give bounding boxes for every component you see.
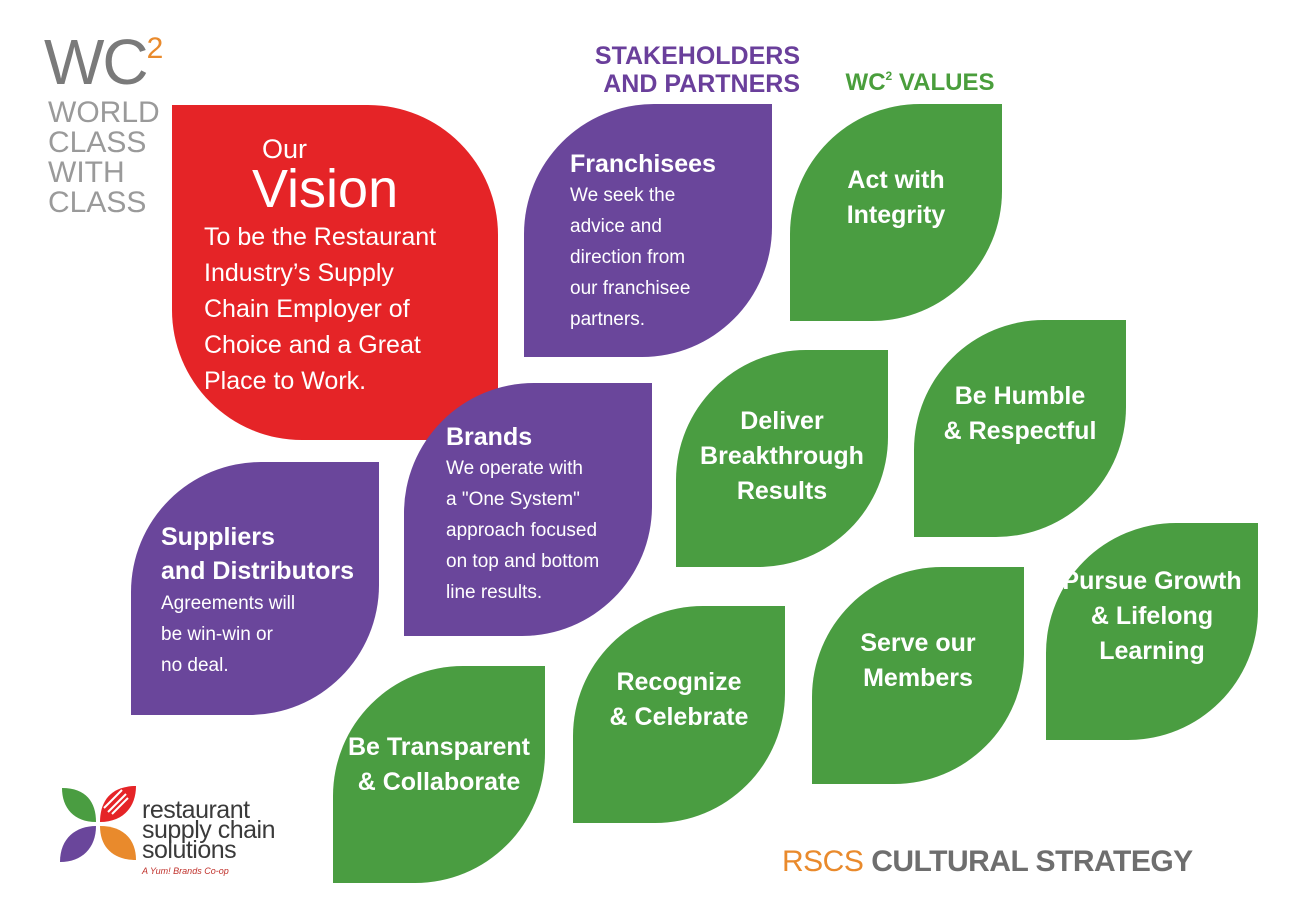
suppliers-line: no deal. — [161, 655, 229, 676]
value-be-humble: Be Humble & Respectful — [914, 320, 1126, 537]
wc2-tagline: WORLD CLASS WITH CLASS — [48, 98, 160, 218]
value-line: Results — [736, 476, 828, 505]
franchisees-card: Franchisees We seek the advice and direc… — [524, 104, 772, 357]
vision-line: Chain Employer of — [204, 295, 410, 323]
suppliers-line: Agreements will — [161, 593, 296, 614]
logo-leaf-red-icon — [100, 786, 136, 822]
footer-rscs: RSCS — [782, 845, 864, 878]
suppliers-line: be win-win or — [161, 624, 273, 645]
logo-line: supply chain — [142, 816, 275, 844]
logo-leaf-purple-icon — [60, 826, 96, 862]
footer-cultural-strategy: CULTURAL STRATEGY — [863, 845, 1193, 878]
franchisees-body: We seek the advice and direction from ou… — [570, 180, 772, 335]
franchisees-title: Franchisees — [570, 150, 716, 178]
suppliers-title: Suppliers and Distributors — [161, 520, 379, 588]
wc2-logo-title: WC2 — [44, 30, 163, 107]
franchisees-line: our franchisee — [570, 278, 691, 299]
value-line: Breakthrough — [700, 441, 864, 470]
suppliers-body: Agreements will be win-win or no deal. — [161, 588, 379, 681]
vision-statement: To be the Restaurant Industry’s Supply C… — [204, 219, 498, 399]
brands-line: approach focused — [446, 520, 598, 541]
vision-line: Place to Work. — [204, 367, 367, 395]
values-heading: WC2 VALUES — [820, 69, 1020, 99]
value-line: Members — [863, 663, 973, 692]
logo-fork-icon — [103, 789, 129, 815]
values-heading-suffix: VALUES — [892, 69, 995, 96]
value-line: & Celebrate — [609, 702, 749, 731]
vision-title: Vision — [252, 159, 399, 219]
value-recognize-celebrate: Recognize & Celebrate — [573, 606, 785, 823]
stakeholders-heading: STAKEHOLDERS AND PARTNERS — [520, 42, 800, 98]
values-heading-sup: 2 — [885, 69, 893, 83]
vision-our: Our — [262, 134, 308, 164]
value-line: & Lifelong — [1090, 602, 1214, 630]
vision-card: Our Vision To be the Restaurant Industry… — [172, 105, 498, 440]
franchisees-line: We seek the — [570, 185, 676, 206]
vision-line: Choice and a Great — [204, 331, 421, 359]
brands-line: a "One System" — [446, 489, 580, 510]
franchisees-line: advice and — [570, 216, 662, 237]
value-line: Recognize — [616, 667, 742, 696]
brands-title: Brands — [446, 423, 533, 451]
vision-line: To be the Restaurant — [204, 223, 437, 251]
logo-subtitle: A Yum! Brands Co-op — [142, 866, 229, 876]
wc2-superscript: 2 — [146, 32, 164, 65]
logo-leaf-green-icon — [62, 788, 96, 822]
value-line: & Collaborate — [357, 767, 521, 796]
tagline-line: CLASS — [48, 186, 147, 219]
brands-body: We operate with a "One System" approach … — [446, 453, 652, 608]
suppliers-title-line: Suppliers — [161, 523, 275, 551]
wc2-text: WC — [44, 26, 149, 98]
logo-wordmark: restaurant supply chain solutions — [142, 796, 275, 864]
value-line: Deliver — [740, 406, 824, 435]
stakeholders-heading-line: STAKEHOLDERS — [594, 42, 800, 70]
logo-line: restaurant — [142, 796, 250, 824]
tagline-line: WORLD — [48, 96, 160, 129]
value-line: Pursue Growth — [1062, 567, 1242, 595]
values-heading-prefix: WC — [845, 69, 886, 96]
value-line: Be Transparent — [347, 732, 530, 761]
brands-line: on top and bottom — [446, 551, 600, 572]
franchisees-line: partners. — [570, 309, 645, 330]
franchisees-line: direction from — [570, 247, 686, 268]
value-line: Be Humble — [954, 381, 1086, 410]
value-line: Serve our — [860, 628, 976, 657]
rscs-logo-icon — [60, 786, 136, 862]
value-be-transparent: Be Transparent & Collaborate — [333, 666, 545, 883]
brands-card: Brands We operate with a "One System" ap… — [404, 383, 652, 636]
tagline-line: WITH — [48, 156, 125, 189]
logo-leaf-orange-icon — [100, 826, 136, 860]
vision-line: Industry’s Supply — [204, 259, 394, 287]
suppliers-title-line: and Distributors — [161, 557, 355, 585]
value-line: Act with — [847, 165, 945, 194]
brands-line: line results. — [446, 582, 543, 603]
stakeholders-heading-line: AND PARTNERS — [603, 70, 800, 98]
footer-title: RSCS CULTURAL STRATEGY — [782, 845, 1193, 879]
value-line: & Respectful — [943, 416, 1097, 445]
tagline-line: CLASS — [48, 126, 147, 159]
suppliers-card: Suppliers and Distributors Agreements wi… — [131, 462, 379, 715]
value-line: Integrity — [846, 200, 946, 229]
logo-line: solutions — [142, 836, 237, 864]
brands-line: We operate with — [446, 458, 583, 479]
value-line: Learning — [1099, 637, 1205, 665]
